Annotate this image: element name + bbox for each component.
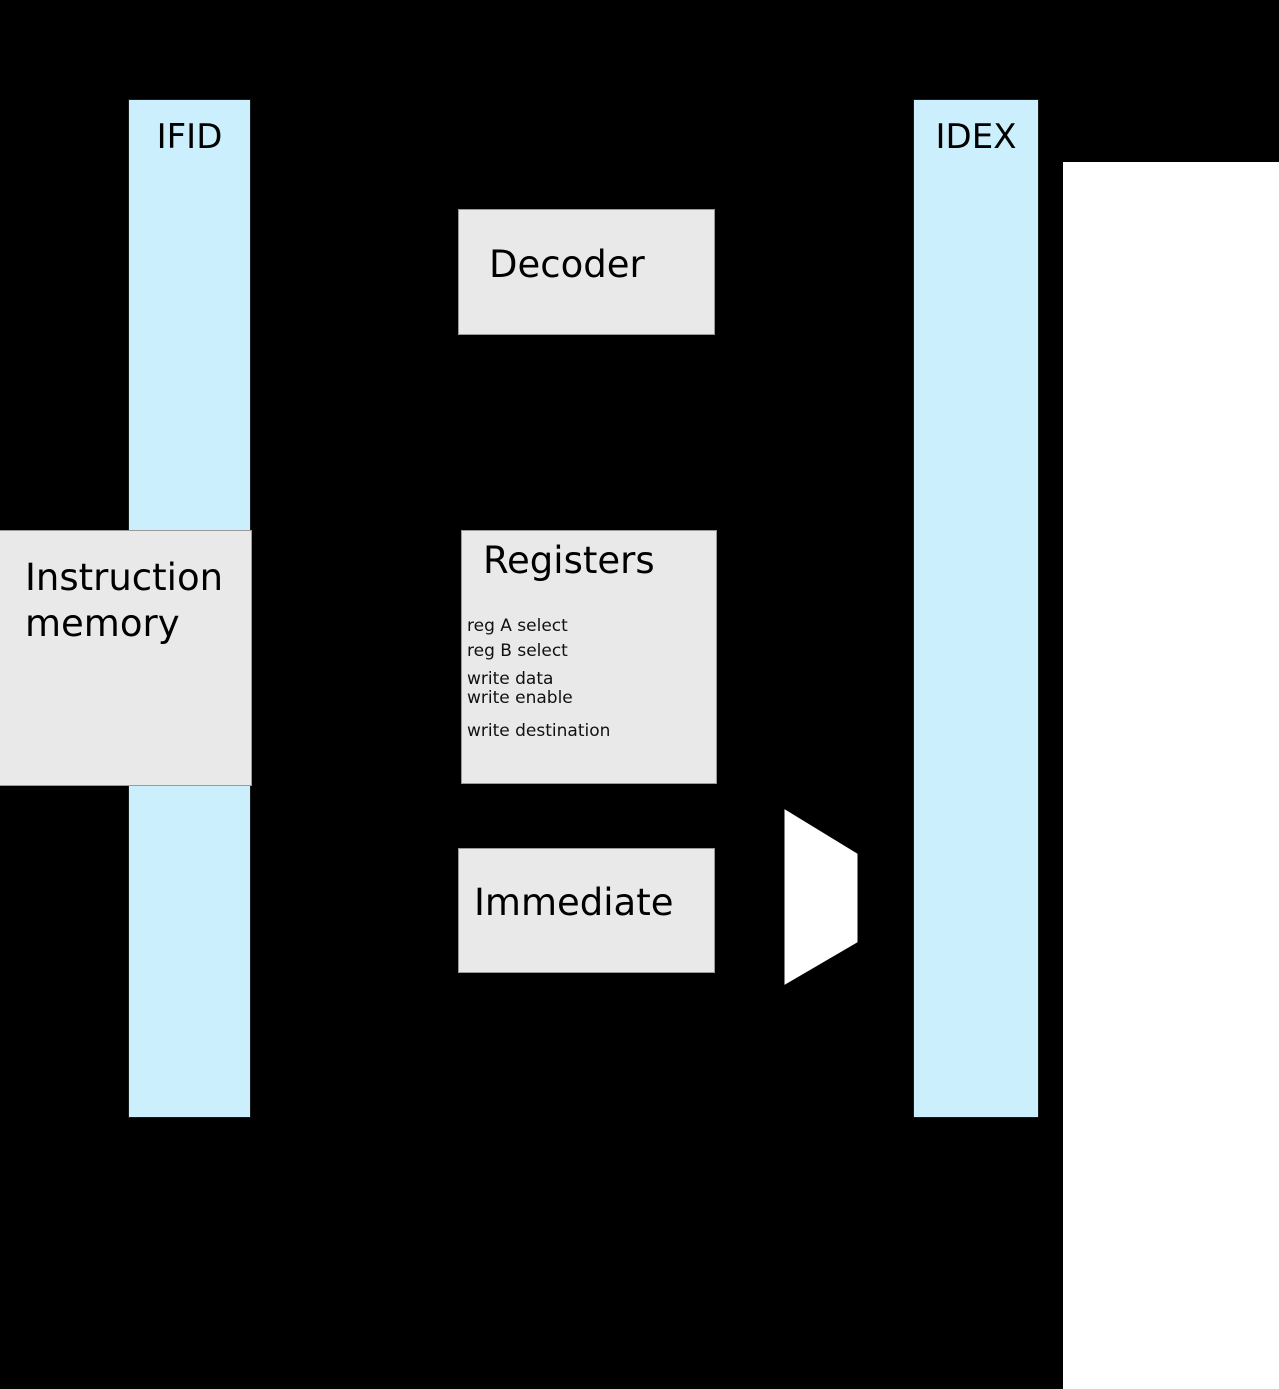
unit-decoder[interactable]: Decoder [458, 209, 715, 335]
registers-port-write-data: write data [467, 669, 554, 689]
unit-instruction-memory[interactable]: Instruction memory [0, 530, 252, 786]
registers-port-write-enable: write enable [467, 688, 573, 708]
right-white-panel [1063, 162, 1279, 1389]
pipeline-register-ifid-label: IFID [156, 117, 223, 157]
multiplexer-icon [784, 809, 858, 985]
unit-instruction-memory-label: Instruction memory [25, 556, 224, 645]
operand-multiplexer[interactable] [783, 806, 863, 988]
pipeline-register-idex-label: IDEX [935, 117, 1017, 157]
registers-port-reg-a-select: reg A select [467, 616, 568, 636]
unit-registers-label: Registers [483, 539, 655, 582]
pipeline-register-idex[interactable]: IDEX [913, 99, 1039, 1118]
unit-registers[interactable]: Registers reg A select reg B select writ… [461, 530, 717, 784]
unit-decoder-label: Decoder [489, 243, 645, 286]
registers-port-reg-b-select: reg B select [467, 641, 568, 661]
registers-port-write-destination: write destination [467, 721, 611, 741]
unit-immediate-label: Immediate [474, 881, 674, 924]
unit-immediate[interactable]: Immediate [458, 848, 715, 973]
